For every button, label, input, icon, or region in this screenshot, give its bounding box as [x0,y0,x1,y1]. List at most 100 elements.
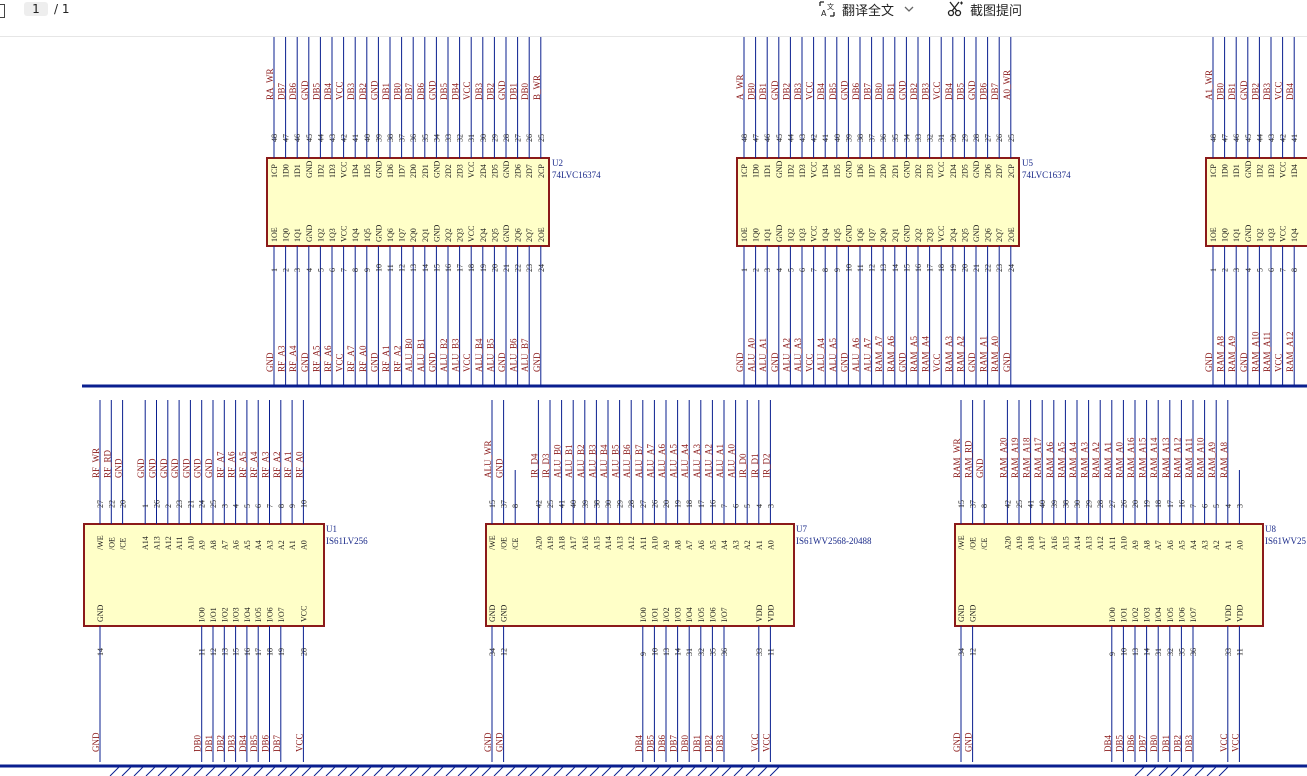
pin-number: 37 [398,134,407,142]
pin-number: 17 [1166,500,1175,508]
translate-button[interactable]: 文 A 翻译全文 [818,0,922,19]
net-label: GND [369,352,379,372]
net-label: VCC [805,81,815,100]
pin-name: 2Q3 [926,228,935,242]
net-label: ALU_B5 [611,444,621,478]
net-label: DB1 [1161,735,1171,752]
pin-name: 1D1 [293,164,302,178]
net-label: VCC [335,353,345,372]
chip-refdes: U7 [796,524,807,534]
bus-entry [205,765,217,776]
net-label: ALU_B4 [474,338,484,372]
bus-entry [613,765,625,776]
bus-entry [445,765,457,776]
pin-name: I/O1 [1119,607,1128,622]
pin-name: 1D6 [386,164,395,178]
net-label: GND [839,352,849,372]
pin-number: 13 [879,264,888,272]
pin-number: 25 [209,500,218,508]
net-label: DB1 [1227,83,1237,100]
pin-name: 2D2 [444,164,453,178]
pin-number: 28 [502,134,511,142]
pin-name: A1 [1224,540,1233,550]
sidebar-toggle-icon[interactable] [0,4,5,18]
pin-number: 25 [1007,134,1016,142]
pin-name: GND [500,604,509,622]
pin-number: 17 [926,264,935,272]
net-label: RF_A1 [381,345,391,372]
pin-name: 1Q5 [363,228,372,242]
pin-number: 35 [708,648,717,656]
page-number-input[interactable]: 1 [24,2,48,16]
pin-name: I/O5 [1166,607,1175,622]
pin-name: 2Q5 [960,228,969,242]
snapshot-question-button[interactable]: 截图提问 [946,0,1022,19]
net-label: RAM_WR [952,438,962,478]
net-label: GND [532,352,542,372]
pin-number: 45 [305,134,314,142]
net-label: ALU_A4 [680,444,690,478]
pin-number: 16 [708,500,717,508]
pin-number: 10 [1119,648,1128,656]
pin-name: GND [305,224,314,242]
net-label: DB6 [288,82,298,100]
pin-name: 2Q1 [891,228,900,242]
pin-name: 2Q2 [444,228,453,242]
net-label: RF_A5 [238,451,248,478]
pin-name: GND [432,160,441,178]
pin-number: 42 [340,134,349,142]
net-label: DB3 [227,734,237,752]
net-label: DB7 [1138,734,1148,752]
net-label: ALU_B6 [509,338,519,372]
net-label: RF_WR [91,448,101,478]
pin-name: I/O2 [662,607,671,622]
pin-name: A1 [755,540,764,550]
pin-name: VDD [1235,604,1244,622]
pin-number: 12 [500,648,509,656]
chip-part-number: 74LVC16374 [1022,170,1071,180]
pin-number: 26 [153,500,162,508]
chip-part-number: IS61WV25 [1265,536,1306,546]
pin-number: 47 [752,134,761,142]
pin-name: GND [1244,160,1253,178]
pin-number: 9 [639,652,648,656]
chip-part-number: IS61WV2568-20488 [796,536,872,546]
translate-icon: 文 A [819,1,835,18]
pin-number: 22 [514,264,523,272]
net-label: ALU_WR [483,441,493,479]
net-label: DB2 [1172,735,1182,752]
net-label: ALU_A6 [851,338,861,372]
pin-number: 33 [1224,648,1233,656]
pin-number: 7 [266,504,275,508]
net-label: RAM_A10 [1250,331,1260,372]
pin-number: 39 [374,134,383,142]
pin-number: 26 [995,134,1004,142]
net-label: RAM_A16 [1126,437,1136,478]
pin-name: A14 [141,536,150,550]
net-label: DB0 [680,734,690,752]
net-label: DB2 [781,83,791,100]
pin-name: VCC [467,226,476,242]
pin-name: VCC [299,606,308,622]
bus-entry [757,765,769,776]
pin-number: 13 [220,648,229,656]
pin-name: A15 [592,536,601,550]
net-label: RAM_A9 [1227,335,1237,372]
net-label: ALU_B2 [439,339,449,373]
bus-entry [289,765,301,776]
net-label: IR_D0 [738,453,748,478]
bus-entry [601,765,613,776]
pin-number: 32 [456,134,465,142]
pin-number: 30 [604,500,613,508]
pin-number: 18 [937,264,946,272]
pin-name: 1D6 [856,164,865,178]
net-label: RF_A3 [261,451,271,478]
pin-number: 16 [243,648,252,656]
net-label: RF_A2 [272,451,282,478]
pin-number: 46 [1232,134,1241,142]
pin-number: 3 [766,504,775,508]
net-label: DB2 [358,83,368,100]
chevron-down-icon[interactable] [902,2,916,16]
pin-name: A10 [650,536,659,550]
